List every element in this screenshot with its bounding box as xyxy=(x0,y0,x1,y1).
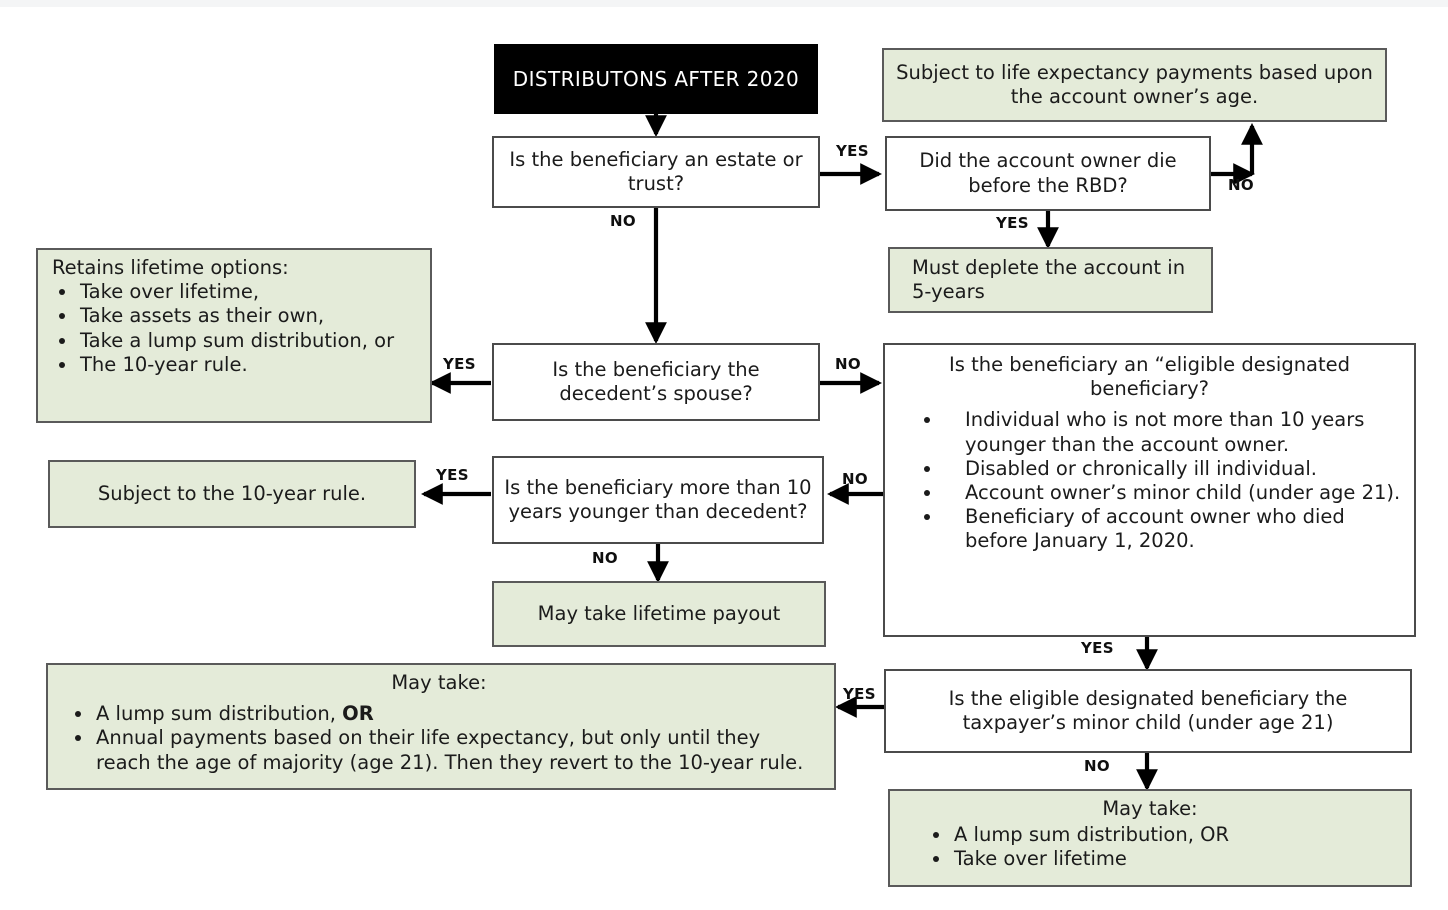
node-question-eligible-designated-beneficiary[interactable]: Is the beneficiary an “eligible designat… xyxy=(883,343,1416,637)
list-item: Individual who is not more than 10 years… xyxy=(943,408,1404,456)
list-item: Beneficiary of account owner who died be… xyxy=(943,505,1404,553)
node-outcome-life-expectancy-label: Subject to life expectancy payments base… xyxy=(896,60,1373,108)
node-outcome-lifetime-payout: May take lifetime payout xyxy=(492,581,826,647)
edge-label-younger-yes: YES xyxy=(436,466,469,484)
edge-label-minor-no: NO xyxy=(1084,757,1110,775)
node-question-estate-or-trust-label: Is the beneficiary an estate or trust? xyxy=(509,147,803,195)
node-outcome-retains-lifetime-options-bullets: Take over lifetime, Take assets as their… xyxy=(52,280,420,377)
node-question-died-before-rbd[interactable]: Did the account owner die before the RBD… xyxy=(885,136,1211,211)
list-item: Account owner’s minor child (under age 2… xyxy=(943,481,1404,505)
edge-label-estate-yes: YES xyxy=(836,142,869,160)
node-outcome-may-take-other: May take: A lump sum distribution, OR Ta… xyxy=(888,789,1412,887)
node-question-estate-or-trust[interactable]: Is the beneficiary an estate or trust? xyxy=(492,136,820,208)
edge-label-rbd-yes: YES xyxy=(996,214,1029,232)
node-question-decedent-spouse-label: Is the beneficiary the decedent’s spouse… xyxy=(552,357,760,405)
edge-label-eligible-no: NO xyxy=(842,470,868,488)
node-question-decedent-spouse[interactable]: Is the beneficiary the decedent’s spouse… xyxy=(492,343,820,421)
node-outcome-retains-lifetime-options-heading: Retains lifetime options: xyxy=(52,256,289,279)
list-item: Disabled or chronically ill individual. xyxy=(943,457,1404,481)
node-outcome-may-take-other-heading: May take: xyxy=(1102,797,1198,820)
edge-label-minor-yes: YES xyxy=(843,685,876,703)
list-item: Take a lump sum distribution, or xyxy=(78,329,420,353)
node-outcome-deplete-five-years-label: Must deplete the account in 5-years xyxy=(912,255,1186,303)
node-outcome-ten-year-rule-label: Subject to the 10-year rule. xyxy=(97,481,367,505)
node-outcome-life-expectancy: Subject to life expectancy payments base… xyxy=(882,48,1387,122)
node-outcome-ten-year-rule: Subject to the 10-year rule. xyxy=(48,460,416,528)
node-question-ten-years-younger-label: Is the beneficiary more than 10 years yo… xyxy=(504,475,812,523)
node-outcome-may-take-minor-child-heading: May take: xyxy=(391,671,487,694)
node-start: DISTRIBUTONS AFTER 2020 xyxy=(494,44,818,114)
node-outcome-may-take-other-bullets: A lump sum distribution, OR Take over li… xyxy=(900,823,1400,871)
node-outcome-may-take-minor-child: May take: A lump sum distribution, OR An… xyxy=(46,663,836,790)
top-strip xyxy=(0,0,1448,7)
node-question-eligible-designated-beneficiary-heading: Is the beneficiary an “eligible designat… xyxy=(948,353,1351,401)
node-question-ten-years-younger[interactable]: Is the beneficiary more than 10 years yo… xyxy=(492,456,824,544)
node-question-minor-child[interactable]: Is the eligible designated beneficiary t… xyxy=(884,669,1412,753)
node-outcome-lifetime-payout-label: May take lifetime payout xyxy=(537,601,781,625)
edge-label-eligible-yes: YES xyxy=(1081,639,1114,657)
node-question-died-before-rbd-label: Did the account owner die before the RBD… xyxy=(919,149,1177,197)
list-item: Take over lifetime, xyxy=(78,280,420,304)
list-item: A lump sum distribution, OR xyxy=(94,702,820,726)
list-item: The 10-year rule. xyxy=(78,353,420,377)
list-item: Annual payments based on their life expe… xyxy=(94,726,820,774)
node-outcome-may-take-minor-child-bullets: A lump sum distribution, OR Annual payme… xyxy=(58,702,820,775)
node-question-eligible-designated-beneficiary-bullets: Individual who is not more than 10 years… xyxy=(895,408,1404,553)
node-outcome-retains-lifetime-options: Retains lifetime options: Take over life… xyxy=(36,248,432,423)
edge-label-estate-no: NO xyxy=(610,212,636,230)
edge-label-spouse-no: NO xyxy=(835,355,861,373)
list-item: Take over lifetime xyxy=(952,847,1400,871)
node-outcome-deplete-five-years: Must deplete the account in 5-years xyxy=(888,247,1213,313)
list-item: A lump sum distribution, OR xyxy=(952,823,1400,847)
node-question-minor-child-label: Is the eligible designated beneficiary t… xyxy=(948,686,1348,734)
edge-label-younger-no: NO xyxy=(592,549,618,567)
edge-label-rbd-no: NO xyxy=(1228,176,1254,194)
list-item: Take assets as their own, xyxy=(78,304,420,328)
node-start-label: DISTRIBUTONS AFTER 2020 xyxy=(512,66,800,91)
edge-label-spouse-yes: YES xyxy=(443,355,476,373)
